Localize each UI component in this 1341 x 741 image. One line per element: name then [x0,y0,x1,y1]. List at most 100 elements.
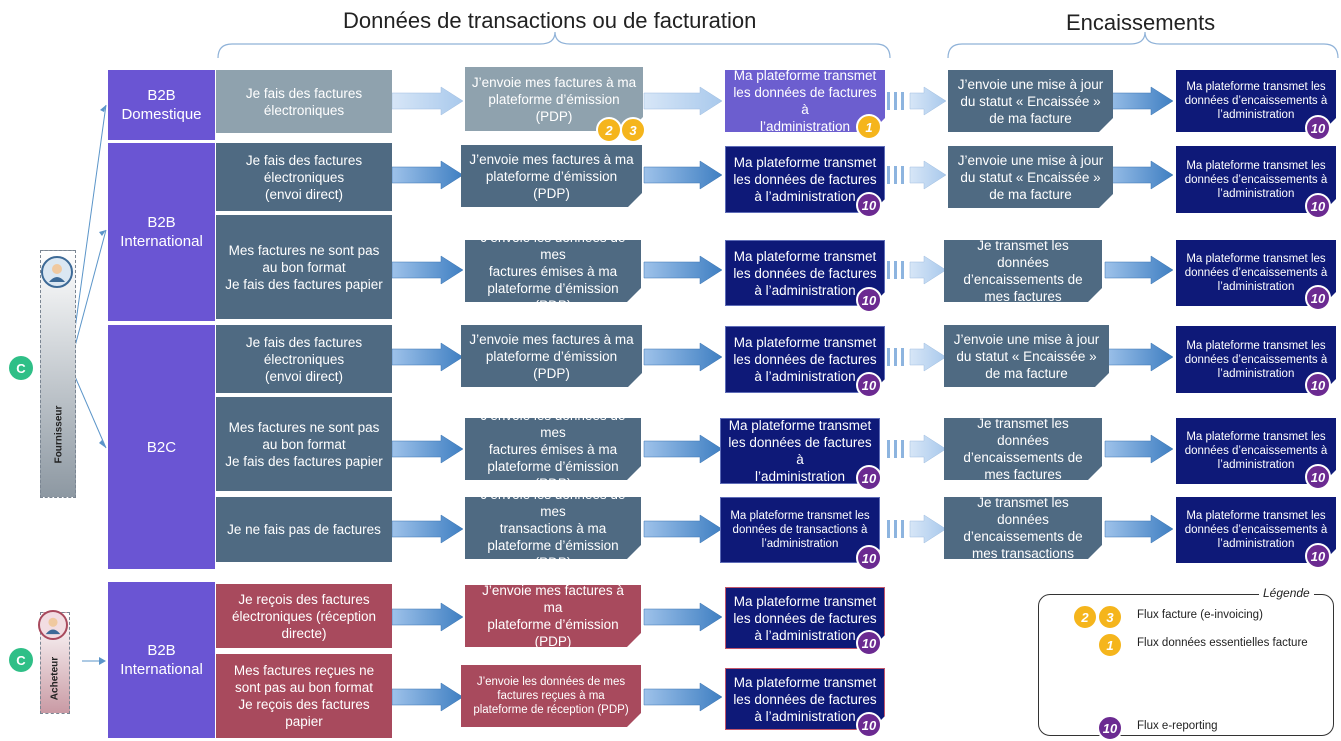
separator-bars [901,520,904,538]
badge-3: 3 [620,117,646,143]
flow-arrow [909,86,947,116]
separator-bars [894,348,897,366]
fournisseur-label: Fournisseur [53,405,65,464]
flow-arrow [391,86,464,116]
legend-ereporting: Flux e-reporting [1137,720,1218,732]
row1-col2: J’envoie mes factures à ma plateforme d’… [461,145,642,207]
legend-essentielles: Flux données essentielles facture [1137,637,1308,649]
badge-10: 10 [856,545,882,571]
row5-col3: Ma plateforme transmet les données de tr… [720,497,880,563]
row0-col1: Je fais des factures électroniques [216,70,392,133]
person-icon [45,617,61,635]
flow-arrow [1104,255,1174,285]
row4-col1: Mes factures ne sont pas au bon format J… [216,397,392,491]
separator-bars [894,166,897,184]
flow-arrow [1104,160,1174,190]
badge-10: 10 [1305,543,1331,569]
separator-bars [887,520,890,538]
badge-10: 10 [1305,372,1331,398]
acheteur-avatar [38,610,68,640]
legend-badge-10: 10 [1097,715,1123,741]
badge-10: 10 [856,630,882,656]
row2-col4: Je transmet les données d’encaissements … [944,240,1102,302]
row3-col3: Ma plateforme transmet les données de fa… [725,326,885,393]
legend-title: Légende [1259,586,1314,600]
separator-bars [894,261,897,279]
row0-col4: J’envoie une mise à jour du statut « Enc… [948,70,1113,132]
flow-arrow [909,255,947,285]
row4-col2: J’envoie les données de mes factures émi… [465,418,641,480]
flow-arrow [1104,514,1174,544]
acheteur-c-badge: C [9,648,33,672]
legend-badge-2: 2 [1072,604,1098,630]
row1-col4: J’envoie une mise à jour du statut « Enc… [948,146,1113,208]
flow-arrow [1104,342,1174,372]
separator-bars [901,92,904,110]
fournisseur-c-badge: C [9,356,33,380]
flow-arrow [391,255,464,285]
separator-bars [894,92,897,110]
flow-arrow [643,86,723,116]
brace-transactions [217,31,891,59]
separator-bars [887,261,890,279]
row3-col1: Je fais des factures électroniques (envo… [216,325,392,393]
flow-arrow [909,434,947,464]
acheteur-label: Acheteur [49,656,61,701]
badge-10: 10 [1305,115,1331,141]
row2-col2: J’envoie les données de mes factures émi… [465,240,641,302]
row5-col2: J’envoie les données de mes transactions… [465,497,641,559]
badge-10: 10 [856,287,882,313]
badge-10: 10 [856,712,882,738]
row6-col1: Je reçois des factures électroniques (ré… [216,584,392,648]
legend-badge-3: 3 [1097,604,1123,630]
row0-col5: Ma plateforme transmet les données d’enc… [1176,70,1336,132]
row6-col3: Ma plateforme transmet les données de fa… [725,587,885,649]
row3-col4: J’envoie une mise à jour du statut « Enc… [944,325,1109,387]
flow-arrow [391,342,464,372]
separator-bars [887,92,890,110]
flow-arrow [391,682,464,712]
badge-10: 10 [1305,285,1331,311]
row2-col5: Ma plateforme transmet les données d’enc… [1176,240,1336,306]
legend-invoicing: Flux facture (e-invoicing) [1137,609,1263,621]
flow-arrow [643,434,723,464]
row2-col3: Ma plateforme transmet les données de fa… [725,240,885,306]
separator-bars [901,348,904,366]
segment-b2c: B2C [108,325,215,569]
fournisseur-sidebar: Fournisseur [40,250,76,498]
brace-encaissements [947,31,1339,59]
row1-col1: Je fais des factures électroniques (envo… [216,143,392,211]
segment-b2b-domestique: B2B Domestique [108,70,215,140]
separator-bars [894,520,897,538]
row7-col1: Mes factures reçues ne sont pas au bon f… [216,654,392,738]
row6-col2: J’envoie mes factures à ma plateforme d’… [465,585,641,647]
badge-10: 10 [856,192,882,218]
header-encaissements: Encaissements [1066,10,1216,35]
flow-arrow [1104,86,1174,116]
segment-b2b-international-acheteur: B2B International [108,582,215,738]
flow-arrow [391,602,464,632]
badge-2: 2 [596,117,622,143]
row4-col4: Je transmet les données d’encaissements … [944,418,1102,480]
header-transactions: Données de transactions ou de facturatio… [343,8,757,33]
flow-arrow [909,342,947,372]
fournisseur-links [69,104,107,449]
flow-arrow [1104,434,1174,464]
flow-arrow [643,255,723,285]
flow-arrow [391,514,464,544]
flow-arrow [391,434,464,464]
row2-col1: Mes factures ne sont pas au bon format J… [216,215,392,319]
row7-col3: Ma plateforme transmet les données de fa… [725,668,885,730]
flow-arrow [643,602,723,632]
badge-1: 1 [856,114,882,140]
separator-bars [901,166,904,184]
separator-bars [887,166,890,184]
separator-bars [901,261,904,279]
separator-bars [887,440,890,458]
separator-bars [894,440,897,458]
badge-10: 10 [856,372,882,398]
flow-arrow [643,342,723,372]
row3-col2: J’envoie mes factures à ma plateforme d’… [461,325,642,387]
row7-col2: J’envoie les données de mes factures reç… [461,665,641,727]
